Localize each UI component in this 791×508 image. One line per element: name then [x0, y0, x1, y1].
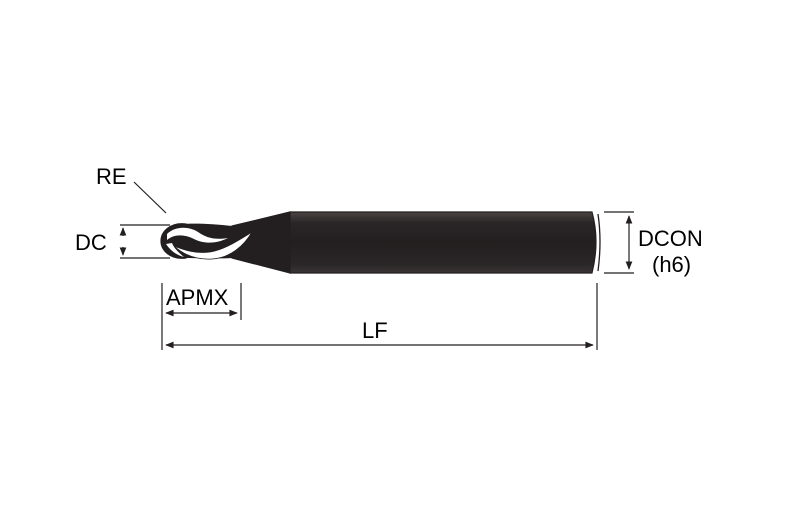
flute-highlight-3	[166, 243, 184, 257]
apmx-dimension	[161, 283, 242, 320]
dc-dimension	[119, 224, 170, 259]
apmx-label: APMX	[166, 285, 229, 310]
dc-label: DC	[75, 230, 107, 255]
flute-highlight-2	[173, 231, 253, 260]
dcon-label: DCON	[638, 226, 703, 251]
lf-label: LF	[362, 318, 388, 343]
flute-highlight-1	[167, 227, 228, 243]
end-mill-tool	[160, 211, 601, 274]
lf-dimension	[161, 283, 598, 350]
dcon-dimension	[604, 211, 634, 274]
tool-shank	[289, 211, 597, 274]
shank-end-chamfer	[597, 213, 601, 272]
re-label: RE	[96, 164, 127, 189]
re-leader-line	[133, 181, 167, 214]
dcon-tolerance-label: (h6)	[652, 252, 691, 277]
